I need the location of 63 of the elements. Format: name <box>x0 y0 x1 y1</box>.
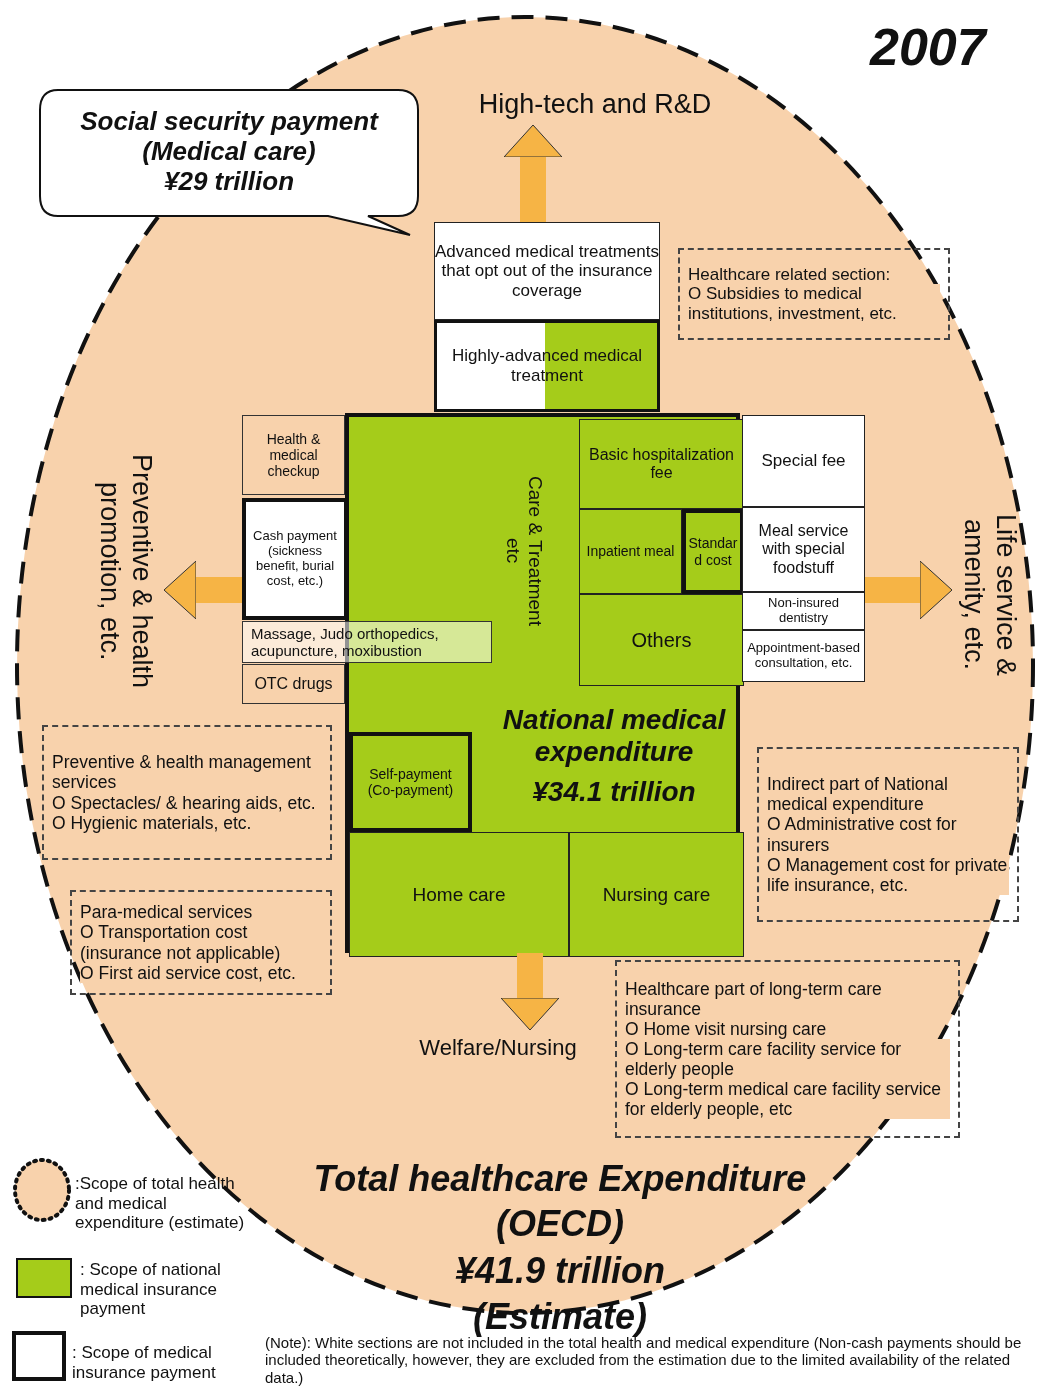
block-arrow <box>503 124 563 222</box>
total-title: ¥41.9 trillion <box>453 1250 667 1292</box>
category-box <box>579 419 744 509</box>
box-label: (Co-payment) <box>367 782 454 799</box>
box-label: Nursing care <box>602 883 711 906</box>
box-label: ¥34.1 trillion <box>531 776 697 809</box>
box-label: Basic hospitalization fee <box>588 445 735 483</box>
category-box <box>349 732 472 832</box>
box-label: Self-payment <box>369 765 452 782</box>
box-label: Meal service with special foodstuff <box>757 521 850 578</box>
box-label: OTC drugs <box>254 674 333 694</box>
category-box <box>682 509 744 594</box>
box-label: Non-insured dentistry <box>767 596 840 626</box>
box-label: Massage, Judo orthopedics, acupuncture, moxibustion <box>251 624 440 660</box>
direction-label-text: Preventive & health promotion, etc. <box>94 452 159 691</box>
legend-text: :Scope of total health and medical expenditure (estimate) <box>75 1174 246 1233</box>
box-label: Others <box>631 628 692 652</box>
year-label: 2007 <box>870 18 989 78</box>
category-box <box>242 498 348 620</box>
box-label: Standard cost <box>687 535 739 568</box>
bubble-text: (Medical care) <box>142 137 316 167</box>
total-title: Total healthcare Expenditure <box>312 1158 808 1200</box>
category-box <box>579 509 682 594</box>
category-box <box>569 832 744 957</box>
note-text: O Subsidies to medical institutions, investment, etc. <box>688 284 940 324</box>
box-label: Appointment-based consultation, etc. <box>746 641 861 671</box>
note-text: O Administrative cost for insurers <box>767 814 1009 855</box>
category-box <box>742 630 865 682</box>
block-arrow <box>500 953 560 1031</box>
box-label: Inpatient meal <box>586 543 675 560</box>
box-label: Home care <box>412 883 506 906</box>
box-label: Cash payment (sickness benefit, burial cost, etc.) <box>252 529 338 589</box>
legend-text: : Scope of medical insurance payment <box>72 1343 217 1383</box>
direction-label-text: High-tech and R&D <box>478 89 712 121</box>
category-box <box>742 592 865 630</box>
note-box <box>757 747 1019 922</box>
total-title: (Estimate) <box>471 1296 648 1337</box>
block-arrow <box>865 560 953 620</box>
box-label: Advanced medical treatments that opt out of the insurance coverage <box>435 241 659 301</box>
note-box <box>42 725 332 860</box>
category-box <box>742 415 865 507</box>
category-box <box>434 222 660 320</box>
category-box <box>242 664 345 704</box>
speech-bubble <box>38 88 420 238</box>
direction-label-text: Welfare/Nursing <box>419 1035 577 1061</box>
box-label: National medical expenditure <box>501 704 727 769</box>
category-box <box>742 507 865 592</box>
box-label: Care & Treatment etc <box>502 475 546 628</box>
bubble-text: ¥29 trillion <box>163 166 294 197</box>
note-box <box>678 248 950 340</box>
note-text: O Long-term care facility service for elderly people <box>625 1038 950 1080</box>
note-text: O Long-term medical care facility service for elderly people, etc <box>625 1079 950 1120</box>
bubble-text: Social security payment <box>80 107 378 138</box>
category-box <box>349 832 569 957</box>
legend-text: : Scope of national medical insurance payment <box>80 1260 222 1319</box>
category-box <box>242 415 345 495</box>
block-arrow <box>163 560 242 620</box>
total-title: (OECD) <box>495 1203 625 1245</box>
direction-label-text: Life service & amenity, etc. <box>958 512 1023 679</box>
category-box <box>434 320 660 412</box>
category-box <box>579 594 744 686</box>
box-label: Health & medical checkup <box>265 430 322 480</box>
box-label: Special fee <box>761 451 846 471</box>
